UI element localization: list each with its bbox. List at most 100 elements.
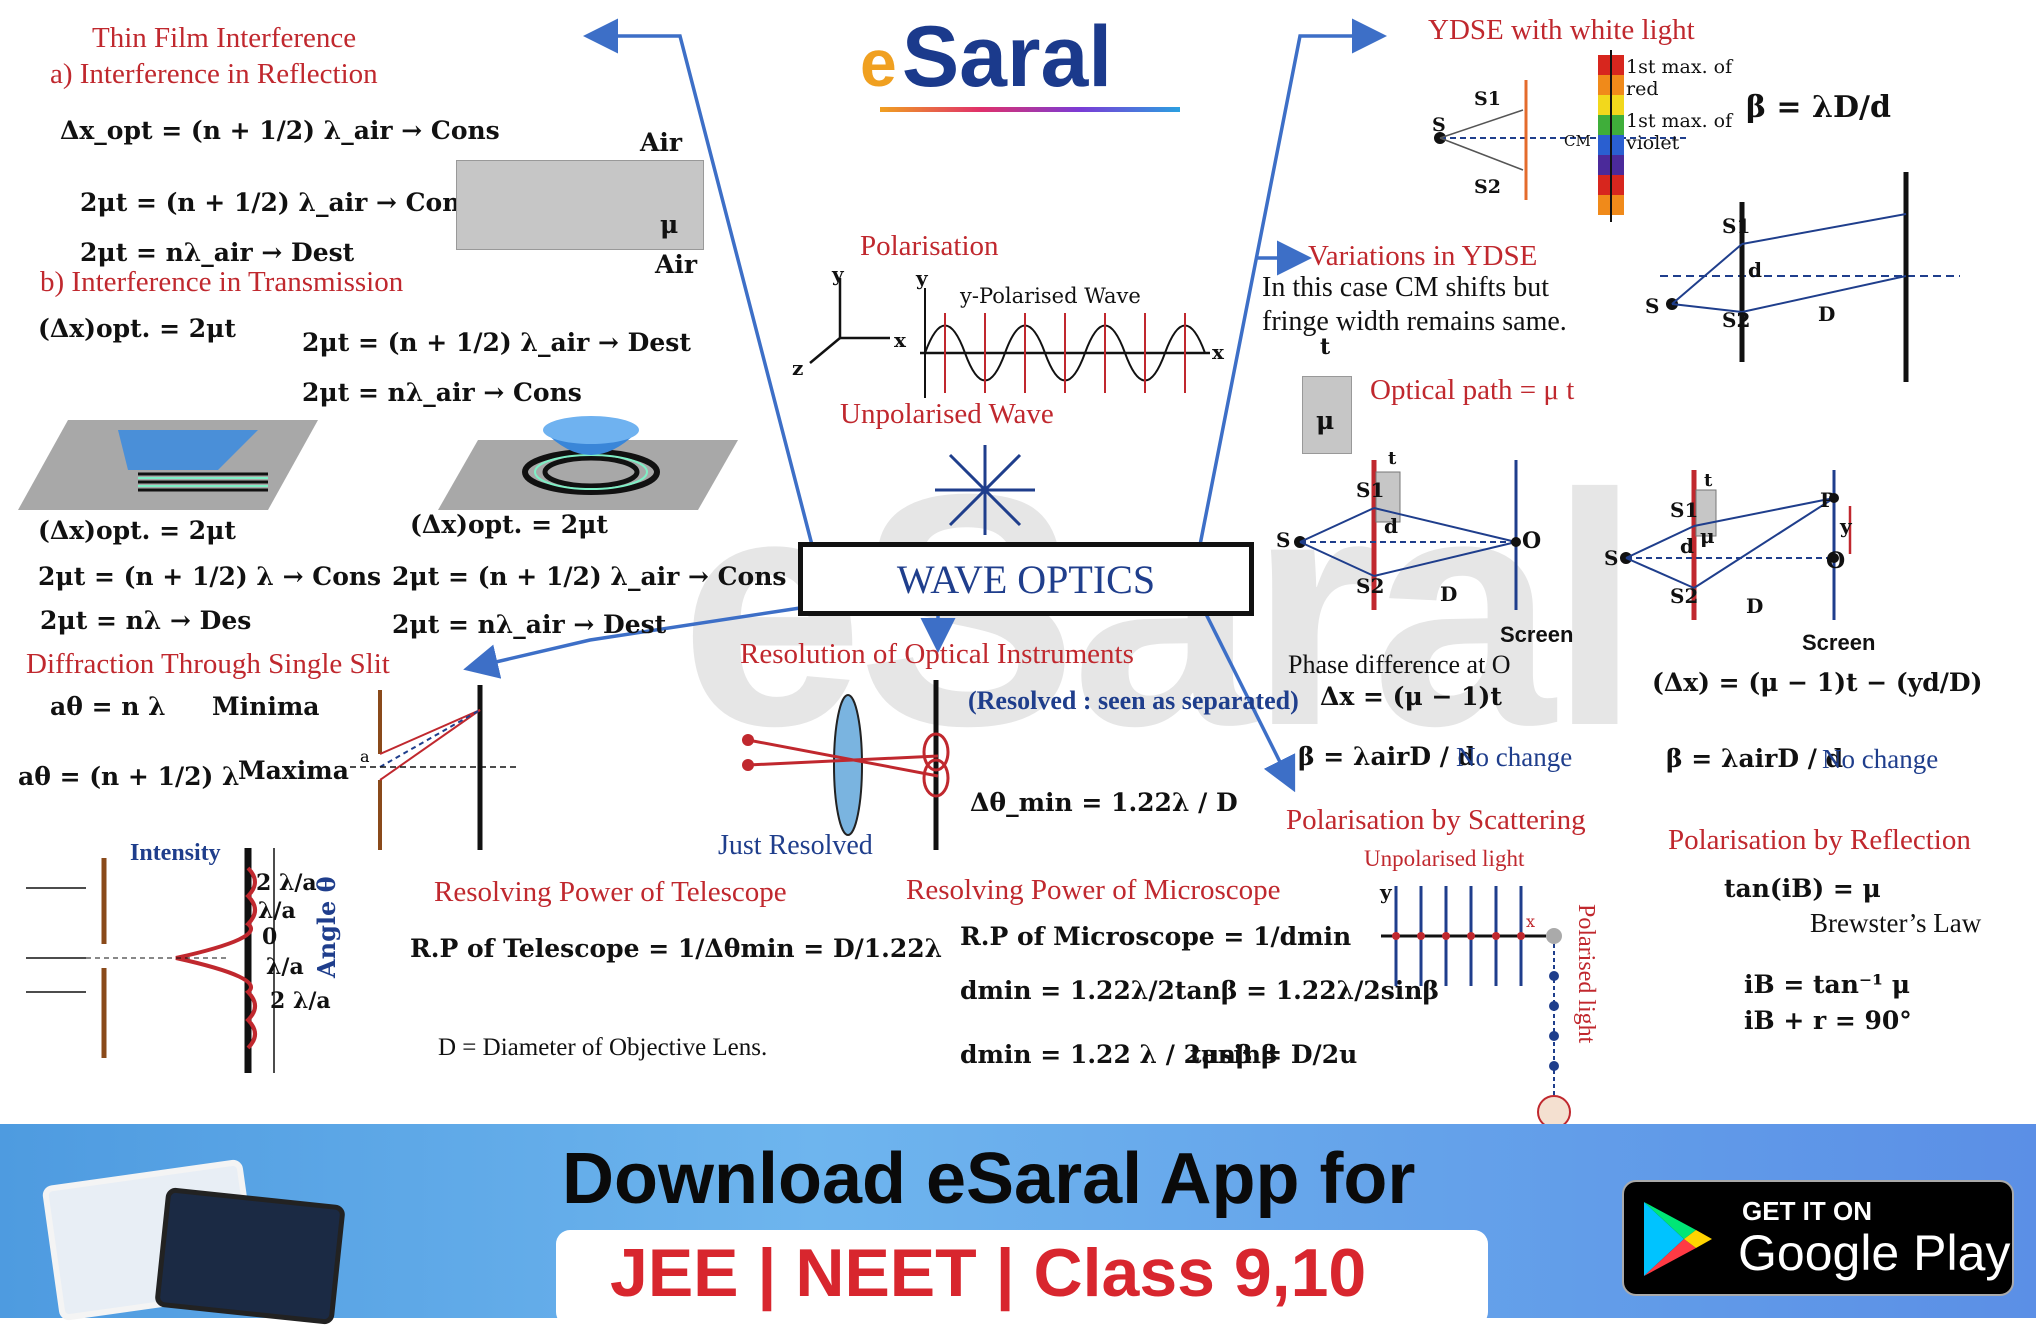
transmission-heading: b) Interference in Transmission <box>40 266 404 298</box>
axis-y-2: y <box>916 266 928 290</box>
thin-film-eq3: 2μt = nλ_air → Dest <box>80 238 355 267</box>
variations-note-1: In this case CM shifts but <box>1262 272 1549 303</box>
badge-main-text: Google Play <box>1738 1225 2011 1281</box>
shift-t-label: t <box>1704 470 1713 491</box>
shift-p-label: P <box>1820 488 1836 512</box>
shift-s: S <box>1645 294 1660 318</box>
slab-s2: S2 <box>1356 574 1385 598</box>
telescope-note: D = Diameter of Objective Lens. <box>438 1034 768 1061</box>
logo-text: Saral <box>901 9 1113 105</box>
shift-D: D <box>1818 302 1836 326</box>
transmission-eq2: 2μt = nλ_air → Cons <box>302 378 582 407</box>
shifted-fringe-diagram <box>1620 470 1852 620</box>
lens-diagram <box>742 680 950 850</box>
banner-sub-box <box>556 1230 1488 1326</box>
slab-d: d <box>1384 514 1398 538</box>
slab-o: O <box>1522 528 1542 554</box>
minima-eq: aθ = n λ <box>50 692 166 721</box>
banner-sub: JEE | NEET | Class 9,10 <box>610 1235 1367 1311</box>
ydse-shift-diagram <box>1660 172 1960 382</box>
shift-s2: S2 <box>1722 308 1751 332</box>
shift-s-label: S <box>1604 546 1619 570</box>
optical-mu: μ <box>1316 406 1335 435</box>
unpolarised-star <box>935 445 1035 535</box>
variations-note-2: fringe width remains same. <box>1262 306 1567 337</box>
axis-x-1: x <box>894 328 906 352</box>
ydse-beta: β = λD/d <box>1746 90 1891 125</box>
air-top-label: Air <box>640 128 683 157</box>
transmission-eq1: 2μt = (n + 1/2) λ_air → Dest <box>302 328 691 357</box>
phase-eq: Δx = (μ − 1)t <box>1320 682 1502 711</box>
thin-film-slab <box>456 160 704 250</box>
mind-map-connectors <box>463 18 1387 793</box>
phase-title: Phase difference at O <box>1288 650 1511 679</box>
wedge-opt: (Δx)opt. = 2μt <box>38 516 236 545</box>
microscope-eq: R.P of Microscope = 1/dmin <box>960 922 1352 951</box>
ring-eq1: 2μt = (n + 1/2) λ_air → Cons <box>392 562 787 591</box>
shift-D-label: D <box>1746 594 1764 618</box>
intensity-diagram <box>26 848 275 1073</box>
variations-title: Variations in YDSE <box>1308 240 1538 272</box>
center-title-box: WAVE OPTICS <box>798 542 1254 616</box>
tick-2-bottom: 2 λ/a <box>270 988 331 1014</box>
maxima-eq: aθ = (n + 1/2) λ <box>18 762 240 791</box>
wedge-eq2: 2μt = nλ → Des <box>40 606 252 635</box>
brewster-eq2: iB = tan⁻¹ μ <box>1744 970 1911 999</box>
tick-0: 0 <box>262 924 278 950</box>
telescope-title: Resolving Power of Telescope <box>434 876 787 908</box>
polarised-wave-diagram <box>809 278 1210 398</box>
banner-headline: Download eSaral App for <box>562 1139 1416 1219</box>
wave-label: y-Polarised Wave <box>960 284 1141 308</box>
max-violet: 1st max. of violet <box>1626 110 1733 154</box>
slab-t: t <box>1388 448 1397 469</box>
optical-path: Optical path = μ t <box>1370 374 1575 406</box>
tick-2-top: 2 λ/a <box>256 870 317 896</box>
badge-top-text: GET IT ON <box>1742 1196 1872 1226</box>
thin-film-title: Thin Film Interference <box>92 22 357 54</box>
shift-s2-label: S2 <box>1670 584 1699 608</box>
max-red: 1st max. of red <box>1626 56 1733 100</box>
shift-d: d <box>1748 258 1762 282</box>
brewster-eq1: tan(iB) = μ <box>1724 874 1881 903</box>
scatter-polarised: Polarised light <box>1573 904 1599 1044</box>
resolved-note-1: (Resolved : seen as separated) <box>968 686 1299 715</box>
resolution-title: Resolution of Optical Instruments <box>740 638 1134 670</box>
download-banner: Download eSaral App for JEE | NEET | Cla… <box>0 1124 2036 1326</box>
shift-s1-label: S1 <box>1670 498 1699 522</box>
slab-ydse-diagram <box>1294 460 1521 610</box>
google-play-badge[interactable]: GET IT ON Google Play <box>1622 1180 2014 1296</box>
logo-e: e <box>860 26 897 100</box>
intensity-label: Intensity <box>130 840 221 866</box>
tick-1-bottom: λ/a <box>266 954 304 980</box>
ydse-white-diagram <box>1434 50 1688 222</box>
ydse-cm: CM <box>1564 132 1591 150</box>
ring-opt: (Δx)opt. = 2μt <box>410 510 608 539</box>
tablet-illustration <box>40 1158 346 1326</box>
thin-film-eq2: 2μt = (n + 1/2) λ_air → Cons t <box>80 188 495 217</box>
ydse-s: S <box>1432 114 1446 136</box>
shift-screen-label: Screen <box>1802 630 1876 655</box>
slab-s1: S1 <box>1356 478 1385 502</box>
slab-mu: μ <box>660 210 679 239</box>
thin-film-eq1: Δx_opt = (n + 1/2) λ_air → Cons <box>60 116 500 145</box>
esaral-logo: e Saral <box>860 8 1180 112</box>
minima-label: Minima <box>212 692 320 721</box>
shift-o-label: O <box>1826 548 1846 574</box>
brewster-law: Brewster’s Law <box>1810 908 1982 938</box>
film-illustrations <box>18 416 738 510</box>
center-title: WAVE OPTICS <box>896 556 1156 602</box>
telescope-eq: R.P of Telescope = 1/Δθmin = D/1.22λ <box>410 934 943 963</box>
scatter-y: y <box>1380 880 1392 904</box>
shift-mu-label: μ <box>1700 524 1715 548</box>
no-change-left: No change <box>1456 742 1573 772</box>
shift-s1: S1 <box>1722 214 1751 238</box>
transmission-opt: (Δx)opt. = 2μt <box>38 314 236 343</box>
angle-label: Angle θ <box>312 876 341 978</box>
slab-screen: Screen <box>1500 622 1574 647</box>
shift-d-label: d <box>1680 534 1694 558</box>
axis-x-2: x <box>1212 340 1224 364</box>
axis-z: z <box>792 356 804 380</box>
slab-D: D <box>1440 582 1458 606</box>
shift-y-label: y <box>1840 514 1852 538</box>
play-store-icon <box>1644 1202 1712 1276</box>
